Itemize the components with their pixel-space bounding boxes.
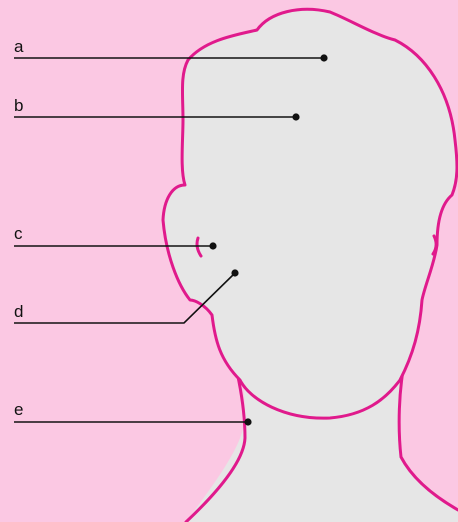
label-a: a xyxy=(14,37,24,56)
pointer-dot-c xyxy=(209,242,216,249)
label-c: c xyxy=(14,224,23,243)
head-silhouette xyxy=(163,9,457,418)
pointer-dot-e xyxy=(244,418,251,425)
label-e: e xyxy=(14,400,23,419)
label-b: b xyxy=(14,96,23,115)
label-d: d xyxy=(14,302,23,321)
pointer-dot-a xyxy=(320,54,327,61)
pointer-dot-d xyxy=(231,269,238,276)
pointer-dot-b xyxy=(292,113,299,120)
